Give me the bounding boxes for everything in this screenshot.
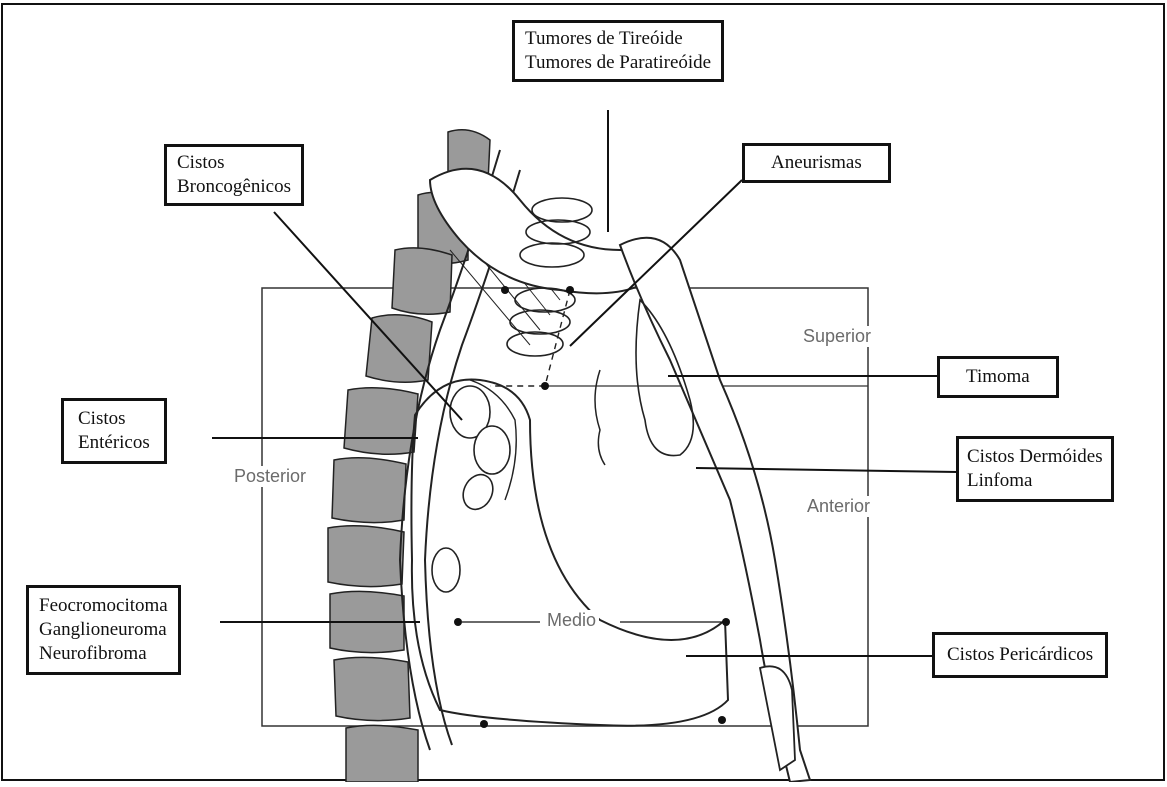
dashed-divider [490,290,570,386]
region-medio: Medio [544,610,599,631]
vessels [595,370,605,465]
label-entericos-line1: Cistos [78,407,150,431]
label-box-tireoide: Tumores de Tireóide Tumores de Paratireó… [512,20,724,82]
label-dermoides-line2: Linfoma [967,469,1103,493]
label-tireoide-line2: Tumores de Paratireóide [525,51,711,75]
label-box-broncogenicos: Cistos Broncogênicos [164,144,304,206]
label-neurogenicos-line1: Feocromocitoma [39,594,168,618]
label-tireoide-line1: Tumores de Tireóide [525,27,711,51]
label-box-timoma: Timoma [937,356,1059,398]
region-superior: Superior [800,326,874,347]
label-box-entericos: Cistos Entéricos [61,398,167,464]
label-box-aneurismas: Aneurismas [742,143,891,183]
label-box-pericardicos: Cistos Pericárdicos [932,632,1108,678]
label-timoma: Timoma [966,365,1030,389]
label-broncogenicos-line1: Cistos [177,151,291,175]
region-posterior: Posterior [231,466,309,487]
label-broncogenicos-line2: Broncogênicos [177,175,291,199]
hilum [432,386,510,592]
first-rib [430,169,650,294]
label-box-dermoides: Cistos Dermóides Linfoma [956,436,1114,502]
leader-lines [212,110,958,656]
xiphoid [760,666,795,770]
label-box-neurogenicos: Feocromocitoma Ganglioneuroma Neurofibro… [26,585,181,675]
label-dermoides-line1: Cistos Dermóides [967,445,1103,469]
region-anterior: Anterior [804,496,873,517]
label-entericos-line2: Entéricos [78,431,150,455]
label-neurogenicos-line3: Neurofibroma [39,642,168,666]
label-pericardicos: Cistos Pericárdicos [947,643,1093,667]
label-neurogenicos-line2: Ganglioneuroma [39,618,168,642]
label-aneurismas: Aneurismas [771,151,862,175]
